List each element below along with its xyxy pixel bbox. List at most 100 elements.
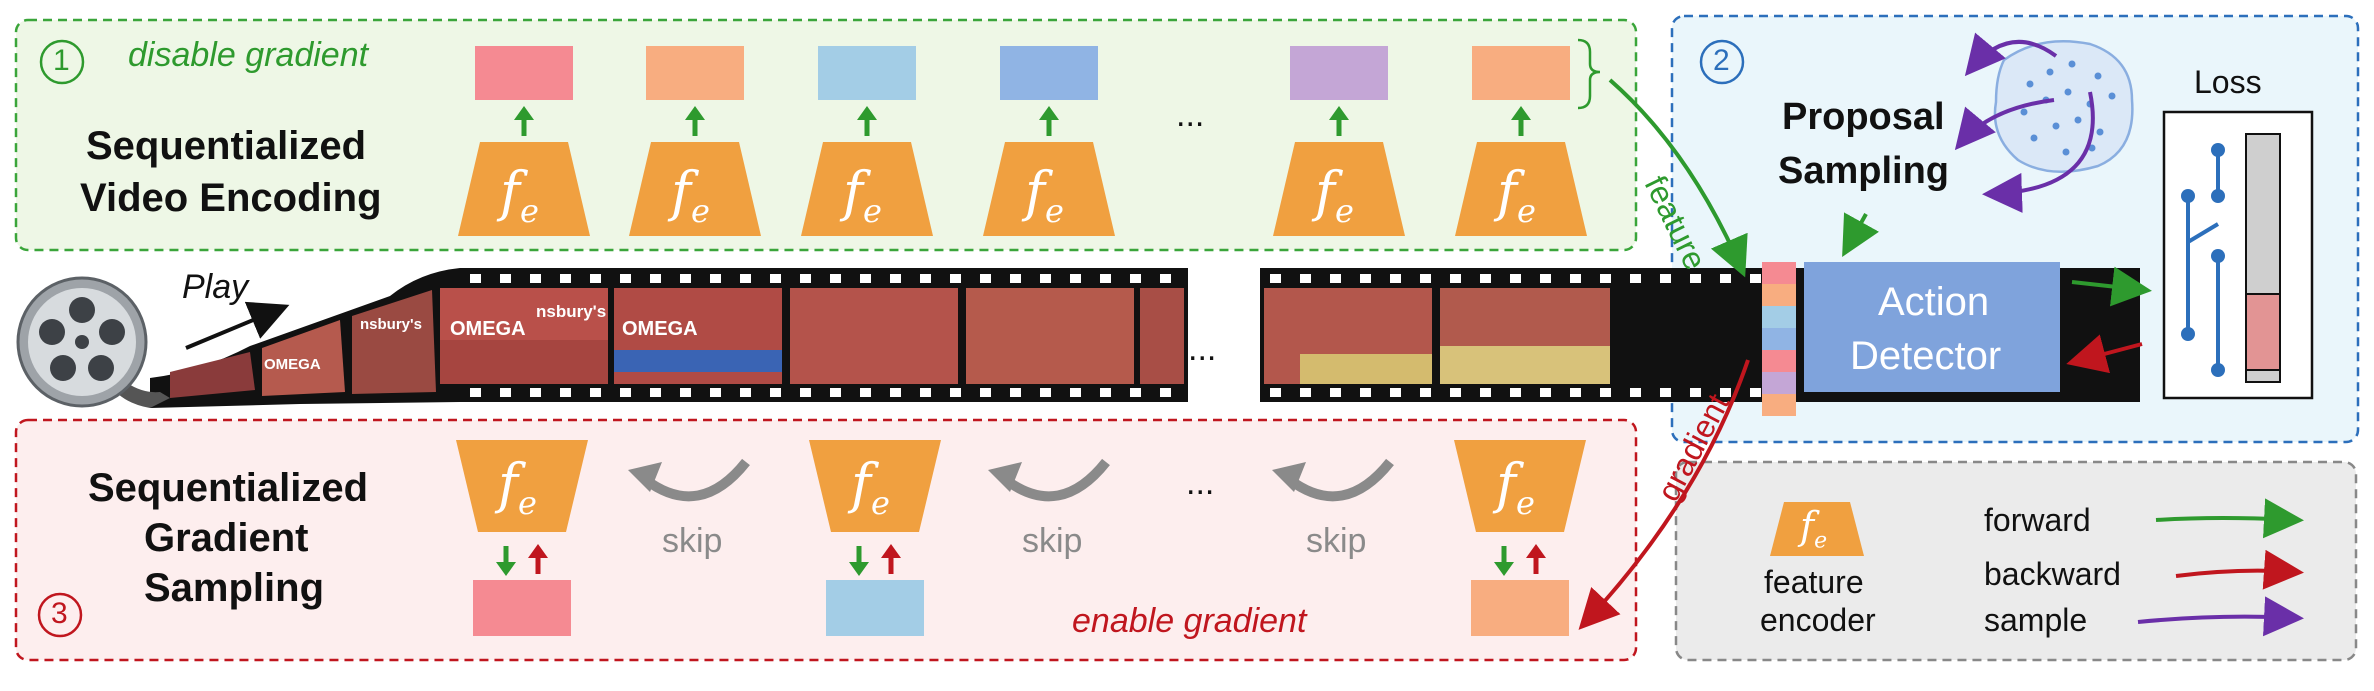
play-label: Play [182,268,249,306]
skip-arrow [643,458,750,502]
sprocket-holes [470,274,1761,397]
film-frame [440,340,608,384]
disable-gradient-label: disable gradient [128,36,369,74]
stage2-number-circle [1699,39,1745,85]
stage3-title-line2: Gradient [144,516,309,560]
encoder-trapezoid [629,142,761,236]
feature-block [818,46,916,100]
action-detector-line1: Action [1878,280,1990,324]
encoder-label: fe [500,160,539,230]
feature-bracket [1577,38,1601,110]
feature-block [1290,46,1388,100]
skip-label: skip [1306,522,1367,560]
film-frame [790,288,958,384]
forward-arrow-head [1511,106,1531,120]
encoder-trapezoid [458,142,590,236]
stage3-grad-arrows [496,544,1546,576]
legend-backward-label: backward [1984,556,2121,592]
film-banner-text: OMEGA [264,356,321,373]
reel-hole [88,355,114,381]
legend-encoder-trapezoid [1770,502,1864,556]
film-frame [1140,288,1184,384]
proposal-to-detector-arrow [1842,212,1880,257]
backward-from-loss-arrow [2066,334,2143,374]
encoder-trapezoid [983,142,1115,236]
feature-flow-arrow [1608,78,1748,278]
legend-encoder-text-line1: feature [1764,564,1864,600]
sample-arrow [1954,98,2055,151]
feature-block [1471,580,1569,636]
encoder-label: fe [851,452,890,522]
stage1-ellipsis: ... [1176,96,1205,134]
skip-label: skip [1022,522,1083,560]
play-arrow [185,301,290,350]
forward-arrow-head [1039,106,1059,120]
film-frame [352,290,436,394]
stage3-ellipsis: ... [1186,464,1215,502]
encoder-trapezoid-inverted [456,440,588,532]
reel-hole [69,297,95,323]
reel-hole [99,319,125,345]
loss-label: Loss [2194,64,2262,100]
legend-sample-label: sample [1984,602,2088,638]
feature-block [473,580,571,636]
stage3-number: 3 [51,597,68,630]
stage1-box [14,18,1638,252]
action-detector-box [1804,262,2060,392]
forward-arrow-head [857,106,877,120]
skip-arrow-head [1272,462,1306,492]
backward-arrow-head [1526,544,1546,558]
skip-label: skip [662,522,723,560]
action-detector-line2: Detector [1850,334,2002,378]
loss-graph [2181,143,2225,377]
feature-block [475,46,573,100]
film-frame [966,288,1134,384]
film-banner-text: nsbury's [360,316,422,333]
stage3-title-line1: Sequentialized [88,466,369,510]
film-frame-sand [1300,354,1432,384]
encoder-label: fe [843,160,882,230]
stage3-box [14,418,1638,662]
film-strip [150,268,2140,408]
film-frame [170,352,255,398]
encoder-label: fe [1315,160,1354,230]
forward-arrow-head [514,106,534,120]
reel-hole [50,355,76,381]
encoder-trapezoid [1455,142,1587,236]
legend-backward-arrow [2175,549,2304,590]
forward-arrow-head [1494,562,1514,576]
stage3-encoders [456,440,1586,532]
film-reel-icon [16,276,170,408]
film-banner-text: OMEGA [622,318,698,340]
feature-block [1000,46,1098,100]
stage1-title-line1: Sequentialized [86,124,367,168]
forward-arrow-head [849,562,869,576]
skip-arrows [643,458,1394,502]
encoder-label: fe [1497,160,1536,230]
legend-sample-arrow [2137,596,2304,637]
legend-forward-label: forward [1984,502,2091,538]
loss-bar-fill [2245,293,2281,371]
enable-gradient-label: enable gradient [1072,602,1307,640]
stage1-title-line2: Video Encoding [80,176,382,220]
encoder-label: fe [1496,452,1535,522]
forward-arrow-head [496,562,516,576]
stage3-features [473,580,1569,636]
forward-to-loss-arrow [2071,266,2152,307]
skip-arrow-heads [628,462,1306,492]
forward-arrow-head [1329,106,1349,120]
film-banner-text: nsbury's [536,302,607,321]
film-banner-text: OMEGA [450,318,526,340]
film-frame-sand [1440,346,1610,384]
encoder-label: fe [671,160,710,230]
gradient-flow-arrow [1578,359,1750,630]
encoder-trapezoid [801,142,933,236]
sample-arrow [1982,91,2095,213]
skip-arrow-head [988,462,1022,492]
sample-arrows [1954,32,2095,213]
skip-arrow [1003,458,1110,502]
stage1-features [475,46,1570,100]
encoder-trapezoid-inverted [809,440,941,532]
